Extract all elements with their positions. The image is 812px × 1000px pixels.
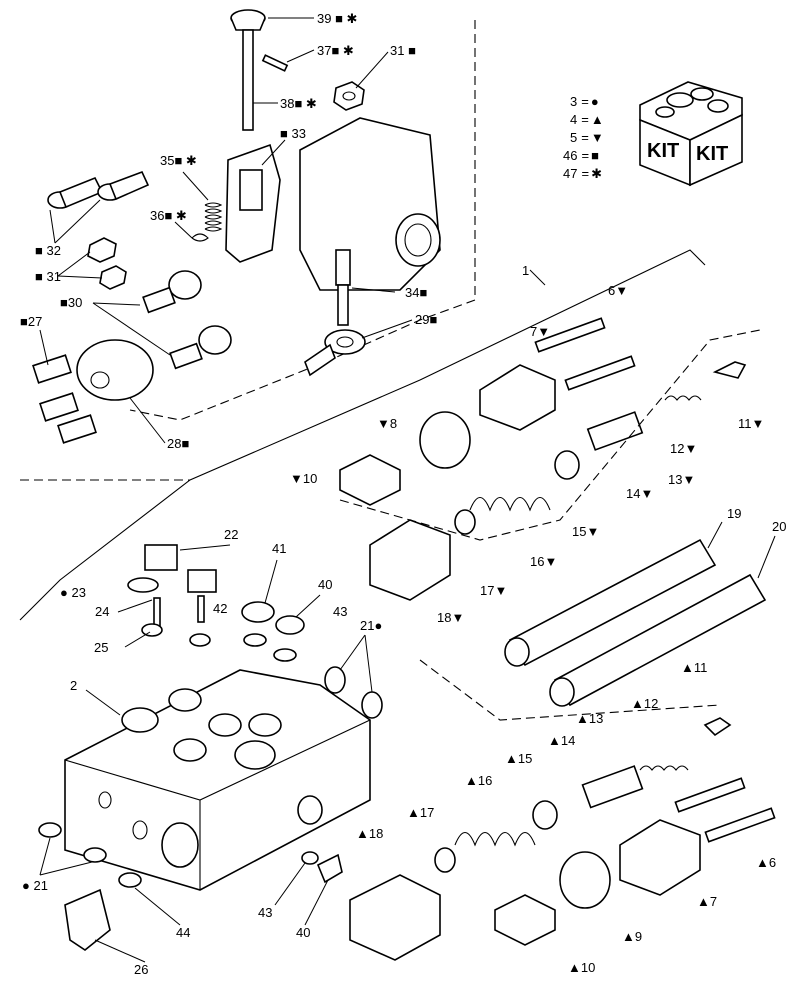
upper-spool-section [339,317,761,601]
callout-25: 25 [94,640,108,655]
callout-31-left: ■ 31 [35,269,61,284]
linkage-group [32,9,441,444]
callout-15-down: 15▼ [572,524,599,539]
legend-row-47: 47=✱ [563,166,602,181]
callout-43-bottom: 43 [258,905,272,920]
callout-14-up: ▲14 [548,733,575,748]
leader-lines [39,17,776,963]
callout-2: 2 [70,678,77,693]
callout-32: ■ 32 [35,243,61,258]
kit-legend: 3=● 4=▲ 5=▼ 46=■ 47=✱ KIT KIT [563,81,743,187]
spool-20 [549,573,767,707]
callout-43-top: 43 [333,604,347,619]
callout-42: 42 [213,601,227,616]
callout-37: 37■ ✱ [317,43,354,58]
legend-row-4: 4=▲ [570,112,604,127]
callout-6-down: 6▼ [608,283,628,298]
callout-1: 1 [522,263,529,278]
callout-12-down: 12▼ [670,441,697,456]
callout-14-down: 14▼ [626,486,653,501]
callout-20: 20 [772,519,786,534]
callout-36: 36■ ✱ [150,208,187,223]
kit-label-right: KIT [696,143,728,165]
legend-row-3: 3=● [570,94,599,109]
upper-detail-frame [19,20,706,621]
fittings [38,544,383,951]
callout-23: ● 23 [60,585,86,600]
callout-29: 29■ [415,312,437,327]
callout-35: 35■ ✱ [160,153,197,168]
valve-body [64,669,371,891]
callout-7-down: 7▼ [530,324,550,339]
lower-spool-section [349,659,776,961]
callout-26: 26 [134,962,148,977]
callout-13-up: ▲13 [576,711,603,726]
callout-11-down: 11▼ [738,416,764,431]
callout-22: 22 [224,527,238,542]
callout-24: 24 [95,604,109,619]
callout-13-down: 13▼ [668,472,695,487]
callout-19: 19 [727,506,741,521]
callout-11-up: ▲11 [681,660,707,675]
callout-21-right: 21● [360,618,382,633]
callout-labels: 39 ■ ✱ 37■ ✱ 31 ■ 38■ ✱ ■ 33 35■ ✱ 36■ ✱… [20,11,786,977]
callout-10-up: ▲10 [568,960,595,975]
callout-16-down: 16▼ [530,554,557,569]
callout-8-down: ▼8 [377,416,397,431]
callout-27: ■27 [20,314,42,329]
kit-box-icon: KIT KIT [639,81,743,187]
callout-33: ■ 33 [280,126,306,141]
callout-6-up: ▲6 [756,855,776,870]
callout-7-up: ▲7 [697,894,717,909]
callout-40-bottom: 40 [296,925,310,940]
callout-44: 44 [176,925,190,940]
callout-17-up: ▲17 [407,805,434,820]
callout-40-top: 40 [318,577,332,592]
kit-label-left: KIT [647,140,679,162]
bolt-32-a [47,176,104,209]
callout-41: 41 [272,541,286,556]
callout-31-top: 31 ■ [390,43,416,58]
callout-38: 38■ ✱ [280,96,317,111]
callout-12-up: ▲12 [631,696,658,711]
callout-18-up: ▲18 [356,826,383,841]
callout-34: 34■ [405,285,427,300]
legend-row-46: 46=■ [563,148,599,163]
bolt-32-b [97,170,150,201]
callout-18-down: 18▼ [437,610,464,625]
callout-15-up: ▲15 [505,751,532,766]
callout-10-down: ▼10 [290,471,317,486]
callout-39: 39 ■ ✱ [317,11,358,26]
callout-9-up: ▲9 [622,929,642,944]
callout-17-down: 17▼ [480,583,507,598]
callout-28: 28■ [167,436,189,451]
legend-row-5: 5=▼ [570,130,604,145]
callout-21-left: ● 21 [22,878,48,893]
callout-30: ■30 [60,295,82,310]
spool-19 [504,538,717,667]
callout-16-up: ▲16 [465,773,492,788]
